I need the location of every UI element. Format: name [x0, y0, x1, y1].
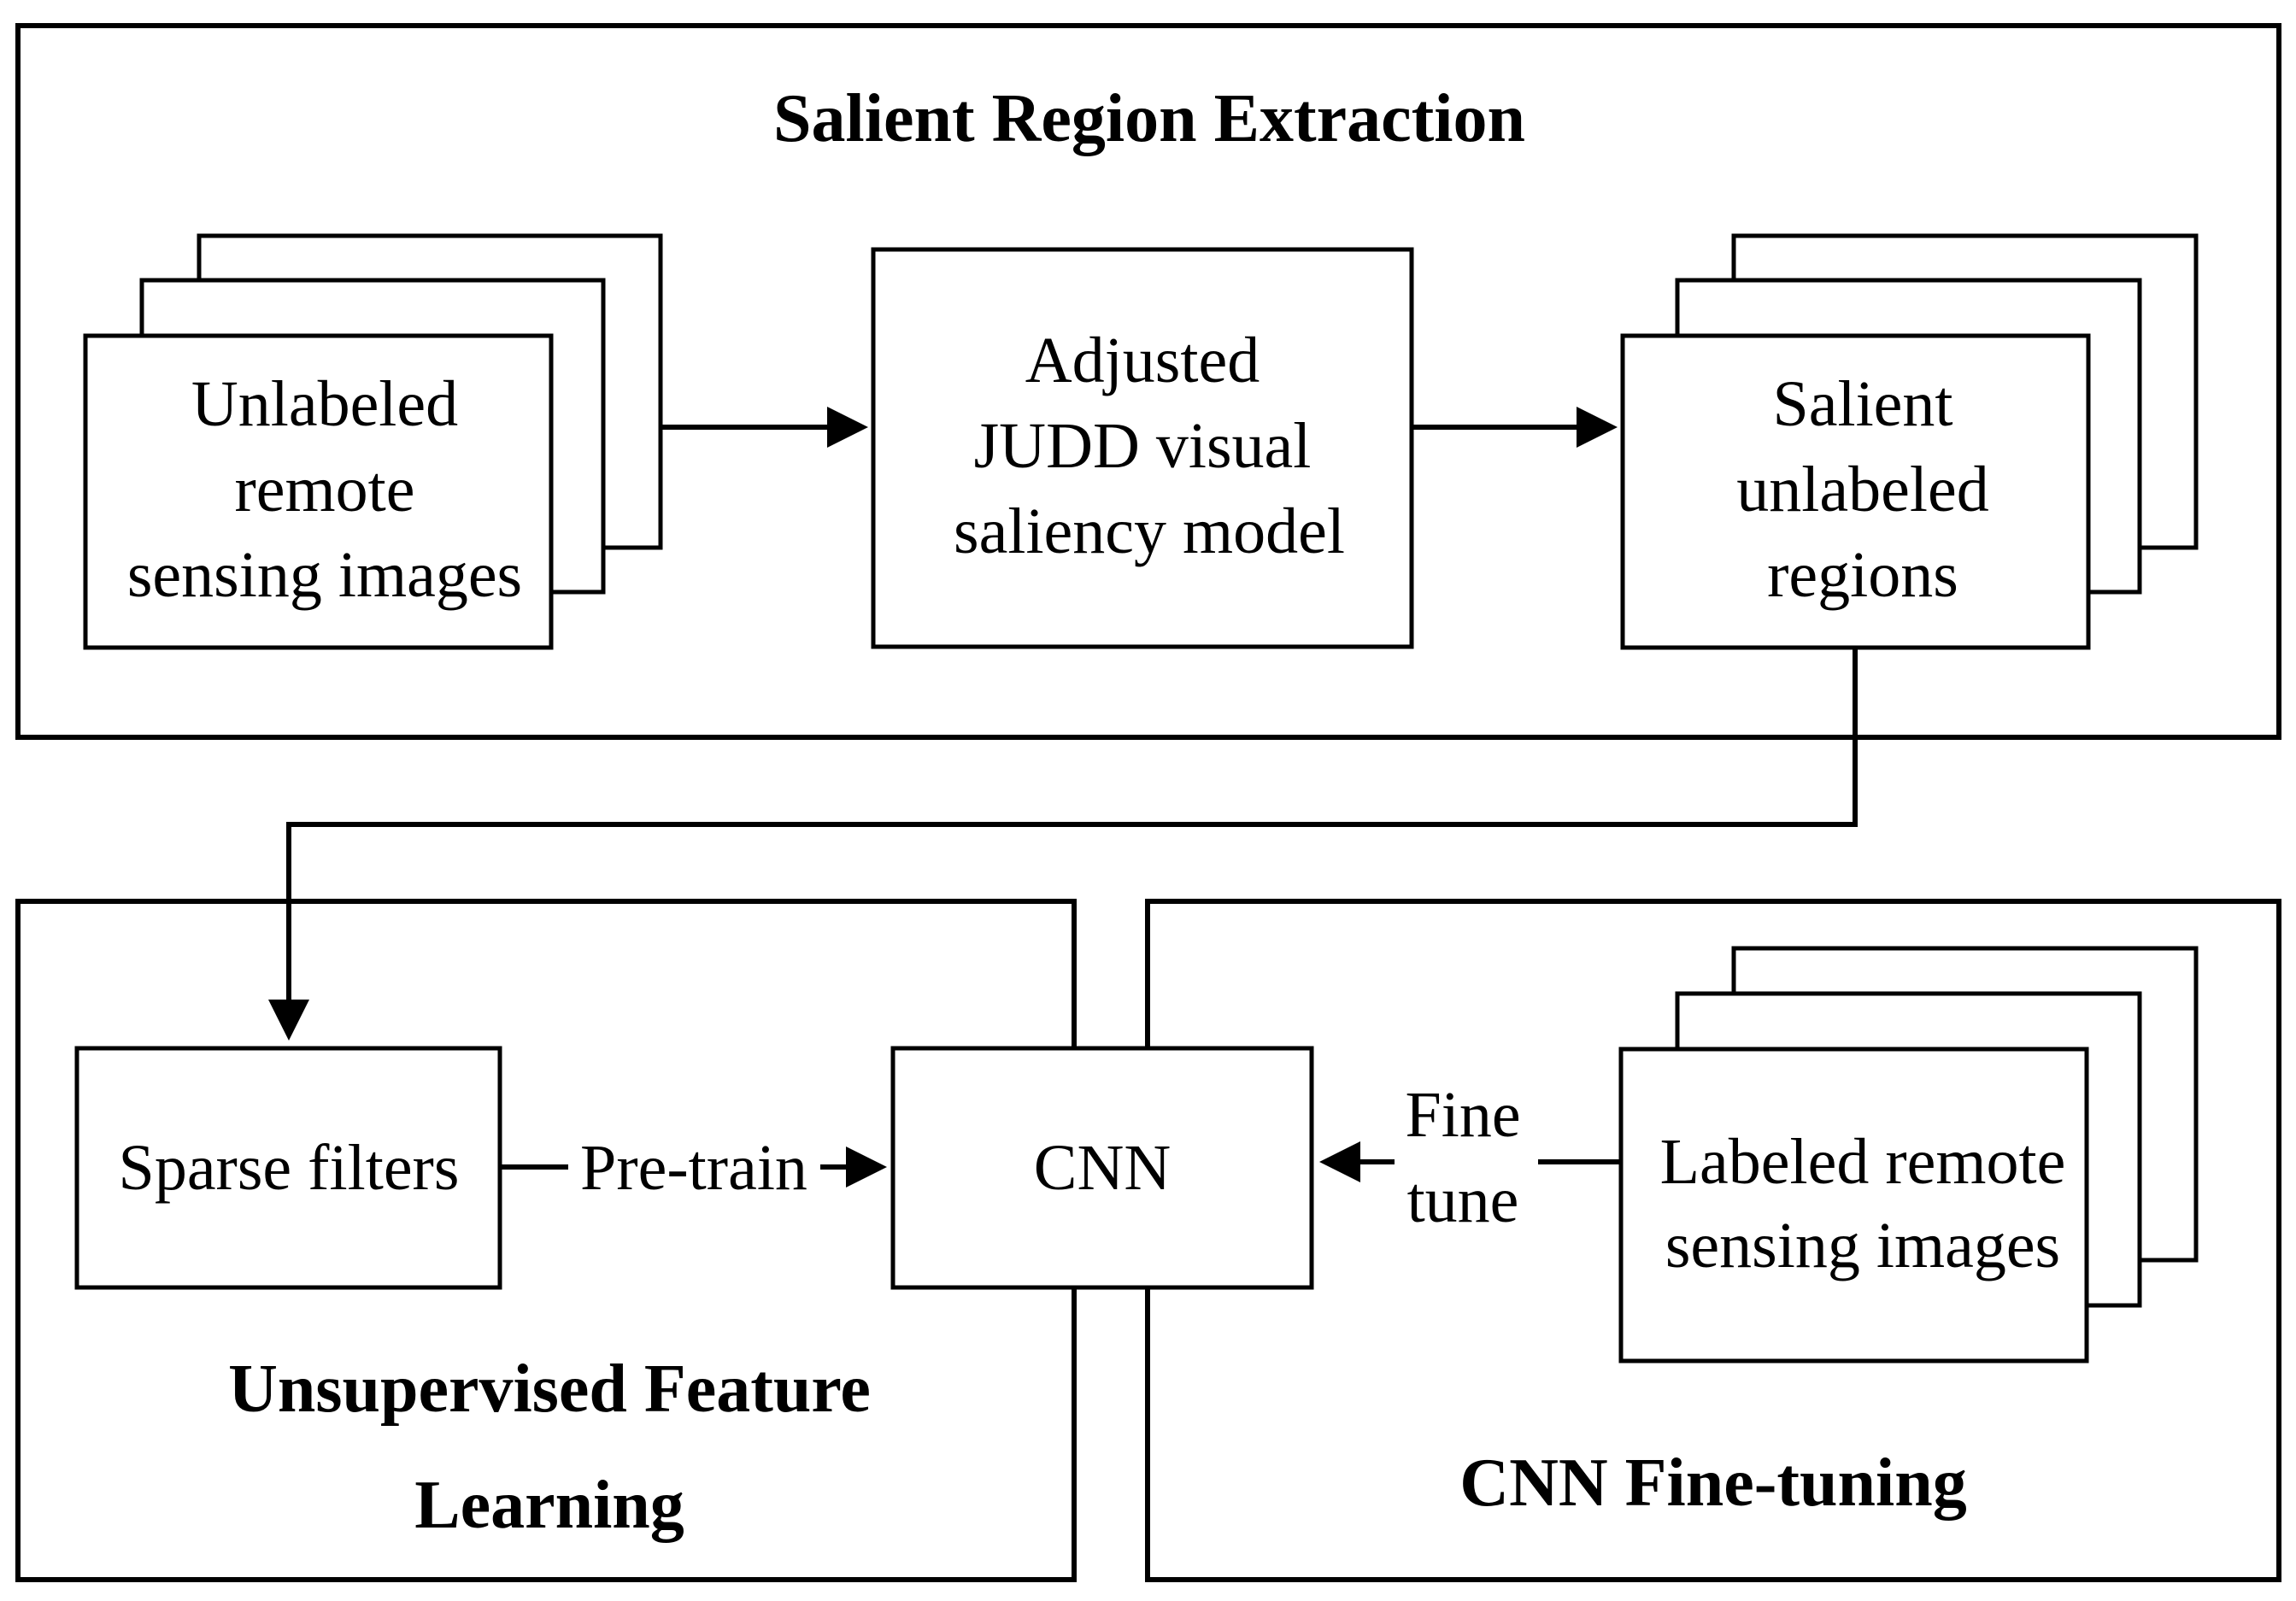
node-salient-regions: Salient unlabeled regions — [1620, 233, 2199, 650]
panel-salient-region-extraction — [15, 23, 2281, 740]
node-sparse-filters: Sparse filters — [74, 1046, 502, 1290]
panel-title-cnn-fine-tuning: CNN Fine-tuning — [1459, 1446, 1966, 1521]
node-salient-regions-line1: Salient — [1772, 368, 1952, 440]
arrow-regions-to-sparse-filters — [268, 648, 1858, 1041]
node-labeled-images-line1: Labeled remote — [1660, 1126, 2066, 1198]
node-salient-regions-line3: regions — [1767, 539, 1958, 611]
edge-label-pretrain: Pre-train — [580, 1132, 807, 1204]
node-unlabeled-images-line1: Unlabeled — [191, 368, 458, 440]
node-saliency-model-line2: JUDD visual — [974, 410, 1312, 482]
node-labeled-images-line2: sensing images — [1665, 1210, 2060, 1281]
edge-label-finetune-line1: Fine — [1405, 1079, 1520, 1151]
node-cnn: CNN — [890, 1046, 1314, 1290]
panel-title-salient-region-extraction: Salient Region Extraction — [773, 81, 1525, 156]
node-unlabeled-images-line2: remote — [234, 454, 414, 525]
node-unlabeled-images: Unlabeled remote sensing images — [83, 233, 663, 650]
node-saliency-model-line1: Adjusted — [1025, 325, 1260, 396]
node-saliency-model-line3: saliency model — [954, 496, 1345, 567]
edge-label-finetune-line2: tune — [1407, 1164, 1519, 1236]
node-sparse-filters-label: Sparse filters — [119, 1132, 460, 1204]
node-cnn-label: CNN — [1034, 1132, 1171, 1204]
panel-title-unsupervised-feature-learning-line1: Unsupervised Feature — [228, 1352, 871, 1427]
node-saliency-model: Adjusted JUDD visual saliency model — [871, 247, 1414, 649]
node-salient-regions-line2: unlabeled — [1736, 454, 1988, 525]
node-unlabeled-images-line3: sensing images — [127, 539, 522, 611]
panel-title-unsupervised-feature-learning-line2: Learning — [414, 1468, 684, 1543]
node-labeled-images: Labeled remote sensing images — [1618, 946, 2199, 1363]
